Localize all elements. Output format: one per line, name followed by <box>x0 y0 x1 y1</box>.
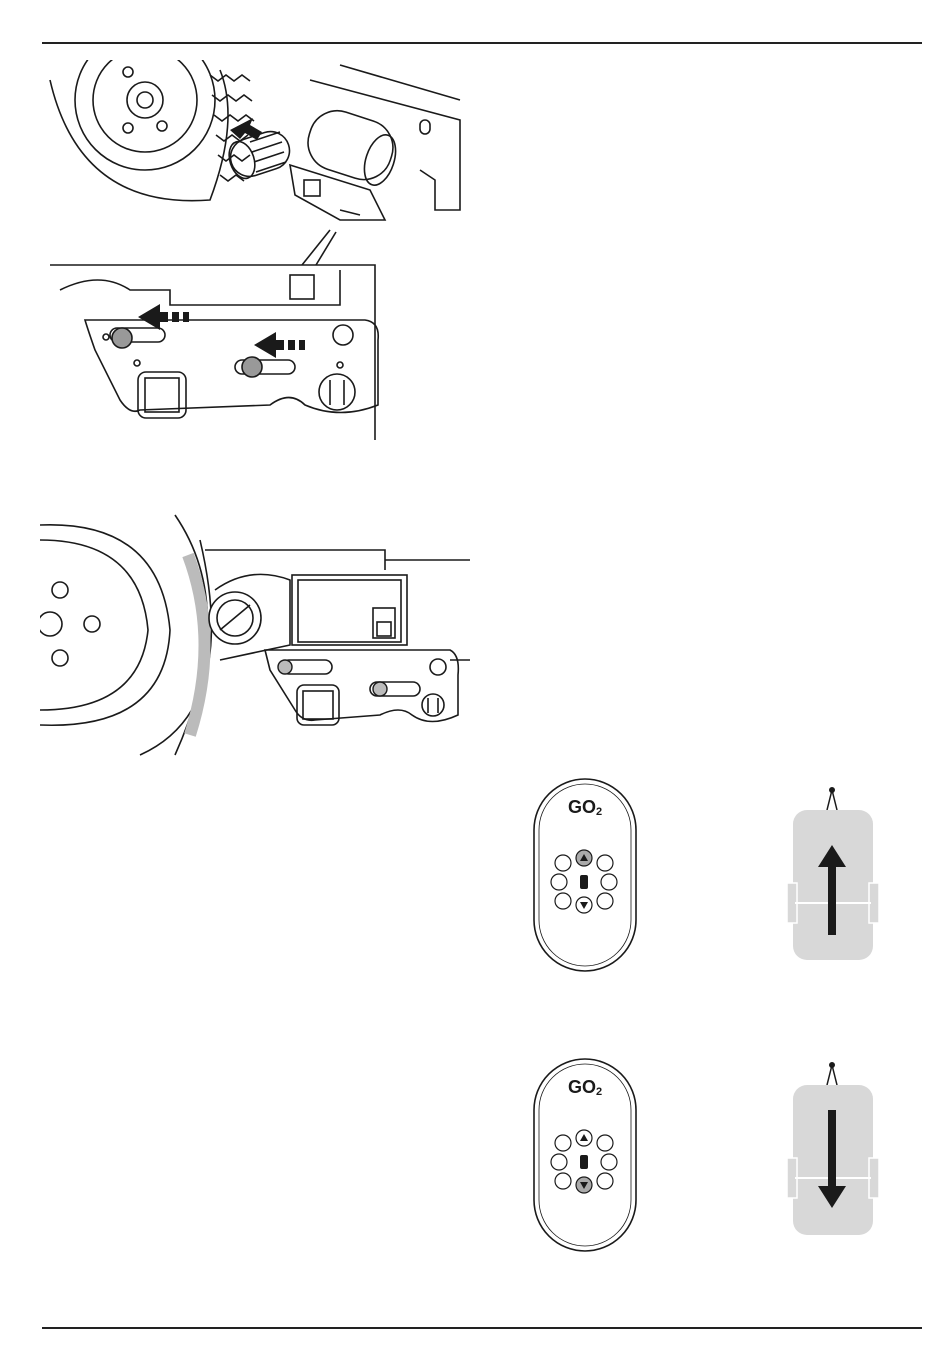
footer-rule <box>42 1327 922 1329</box>
mover-engage-illustration <box>40 60 480 450</box>
remote-control-forward: GO2 <box>530 775 640 975</box>
remote-control-reverse: GO2 <box>530 1055 640 1255</box>
caravan-forward-icon <box>785 785 885 965</box>
mover-position-illustration <box>40 510 480 760</box>
caravan-reverse-icon <box>785 1060 885 1240</box>
header-rule <box>42 42 922 44</box>
